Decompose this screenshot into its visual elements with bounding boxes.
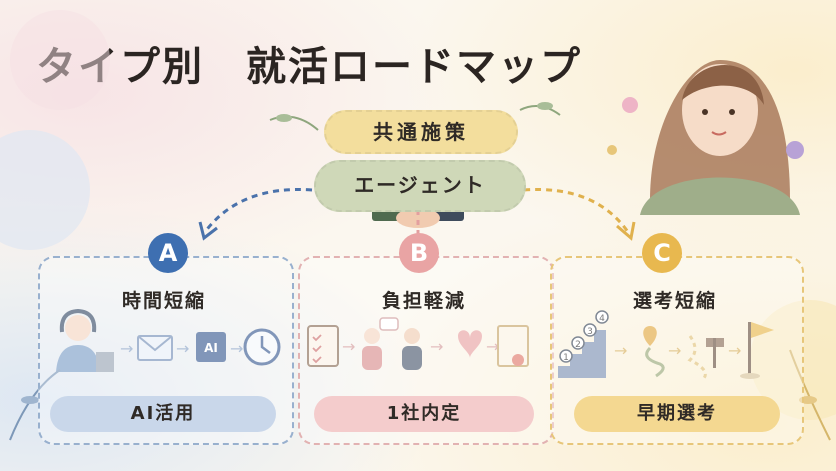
- arrow-head-icon: [198, 221, 218, 241]
- leaf-sprig: [269, 115, 319, 131]
- arrow-to-c: [523, 188, 630, 233]
- ai-chip-label: AI: [204, 341, 218, 355]
- type-b-badge: B: [399, 233, 439, 273]
- operator-icon: [56, 308, 114, 372]
- arrow-icon: →: [668, 341, 681, 360]
- leaf-sprig: [21, 396, 39, 404]
- arrow-icon: →: [120, 339, 133, 358]
- common-measures-pill: 共通施策: [324, 110, 518, 154]
- interview-icon: [362, 317, 422, 370]
- route-pin-icon: [643, 326, 665, 378]
- type-c-badge: C: [642, 233, 682, 273]
- arrow-icon: →: [728, 341, 741, 360]
- step-number: 2: [575, 340, 581, 350]
- flower-icon: [607, 145, 617, 155]
- type-c-result: 早期選考: [574, 396, 780, 432]
- leaf-sprig: [276, 114, 292, 122]
- type-b-result: 1社内定: [314, 396, 534, 432]
- goal-flag-icon: [740, 322, 774, 379]
- mail-icon: [137, 335, 173, 361]
- watercolor-splash: [0, 130, 90, 250]
- agent-pill: エージェント: [314, 160, 526, 212]
- type-a-title: 時間短縮: [121, 290, 206, 312]
- type-b-title: 負担軽減: [381, 290, 466, 312]
- flower-icon: [622, 97, 638, 113]
- arrow-icon: →: [486, 337, 499, 356]
- checklist-icon: [307, 325, 339, 367]
- arrow-icon: →: [614, 341, 627, 360]
- arrow-icon: →: [342, 337, 355, 356]
- arrow-to-a: [203, 188, 313, 233]
- arrow-icon: →: [430, 337, 443, 356]
- type-c-title: 選考短縮: [632, 290, 717, 312]
- arrow-icon: →: [230, 339, 243, 358]
- step-number: 3: [587, 327, 593, 337]
- page-title: タイプ別 就活ロードマップ: [36, 44, 582, 90]
- arrow-head-icon: [616, 221, 636, 241]
- arrow-icon: →: [176, 339, 189, 358]
- ai-chip-icon: AI: [196, 332, 226, 362]
- certificate-icon: [497, 325, 529, 367]
- step-number: 4: [599, 314, 605, 324]
- stairs-icon: 1 2 3 4: [558, 310, 609, 378]
- flower-icon: [786, 141, 804, 159]
- signpost-icon: [687, 335, 724, 379]
- watercolor-splash: [10, 10, 110, 110]
- woman-illustration: [640, 60, 800, 215]
- step-number: 1: [563, 353, 569, 363]
- type-a-badge: A: [148, 233, 188, 273]
- clock-icon: [243, 328, 281, 366]
- leaf-sprig: [789, 349, 831, 441]
- heart-icon: [458, 330, 482, 358]
- type-a-result: AI活用: [50, 396, 276, 432]
- leaf-sprig: [537, 102, 553, 110]
